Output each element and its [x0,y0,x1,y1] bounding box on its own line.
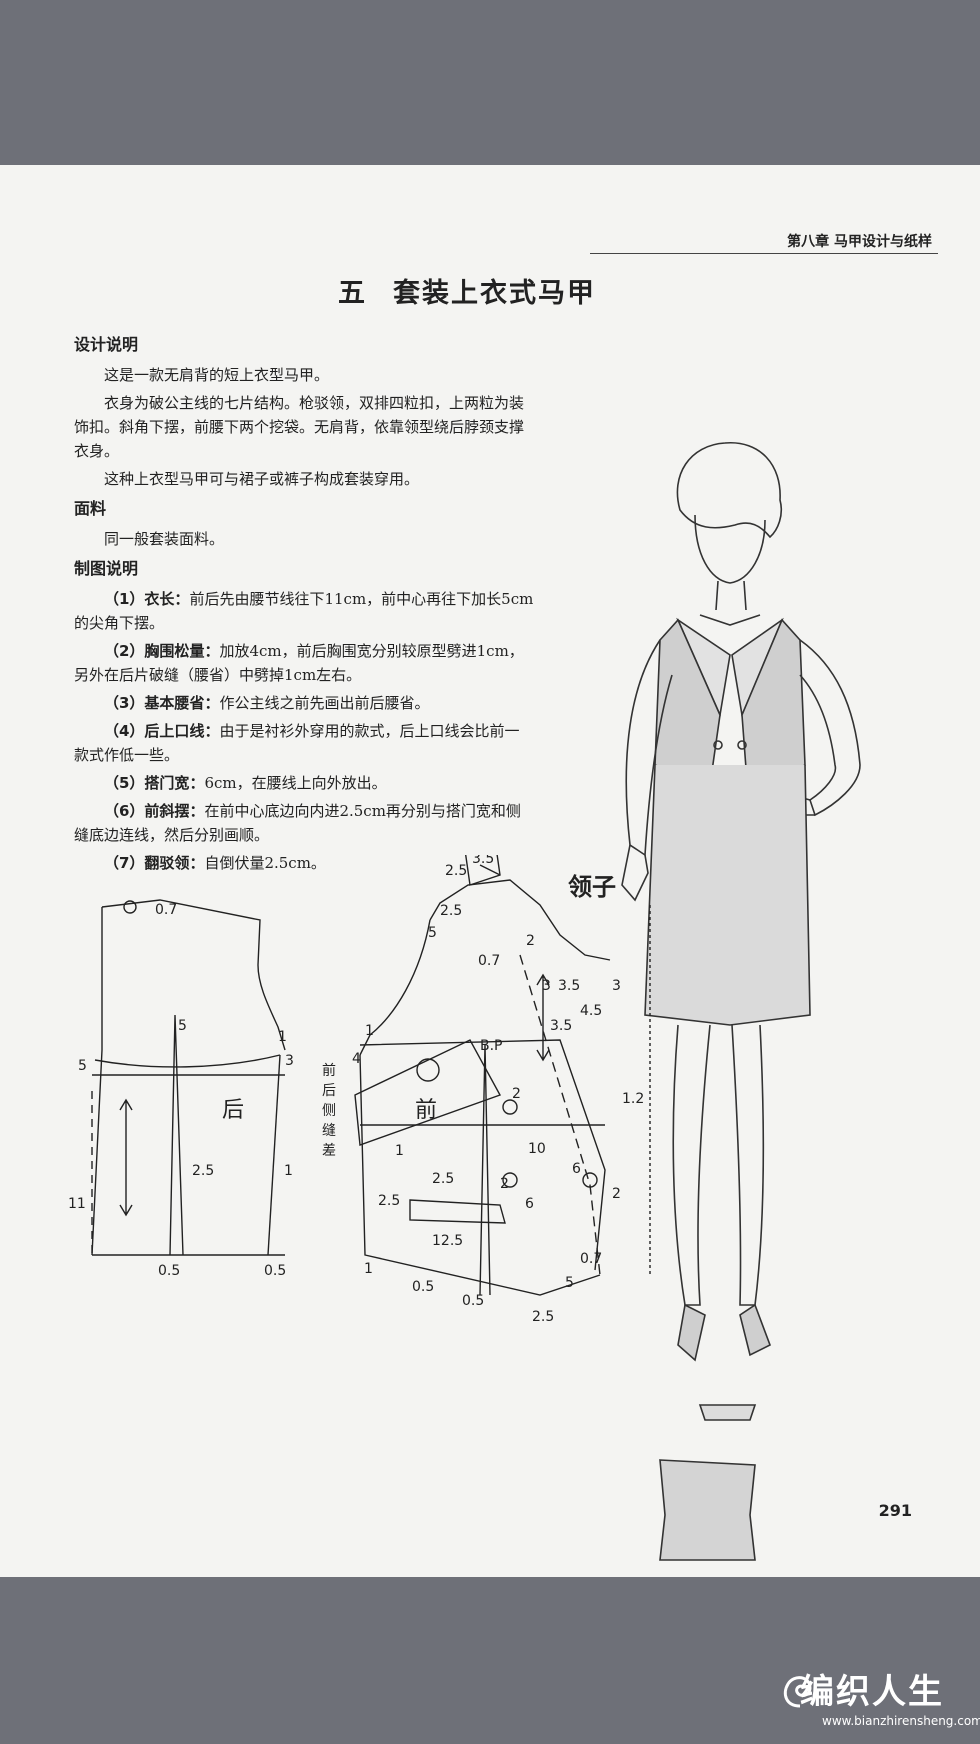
side-seam-label-2: 后 [322,1083,336,1099]
drafting-term: （2）胸围松量： [104,642,220,660]
drafting-term: （4）后上口线： [104,722,220,740]
bp-label: B.P [480,1038,503,1054]
drafting-text: 由于是衬衫外穿用的款式，后上口线会比前一款式作低一些。 [74,722,520,764]
swirl-logo-icon [783,1676,812,1708]
dim-label: 3.5 [472,855,494,867]
dim-label: 12.5 [432,1233,463,1249]
dim-label: 1.2 [622,1091,644,1107]
dim-label: 2 [612,1186,621,1202]
site-watermark: 编织人生 www.bianzhirensheng.com [780,1660,980,1740]
side-seam-label-4: 缝 [322,1123,336,1139]
dim-label: 1 [364,1261,373,1277]
drafting-term: （6）前斜摆： [104,802,205,820]
pattern-draft-diagram: 后 前 领子 B.P 前 后 侧 缝 差 0.7 5 5 1 3 2.5 1 1… [68,855,651,1325]
drafting-term: （5）搭门宽： [104,774,205,792]
drafting-text: 6cm，在腰线上向外放出。 [204,774,387,792]
drafting-title: 制图说明 [74,559,139,578]
dim-label: 10 [528,1141,546,1157]
dim-label: 4 [352,1051,361,1067]
dim-label: 0.5 [158,1263,180,1279]
watermark-url: www.bianzhirensheng.com [822,1714,980,1728]
fashion-figure-illustration [621,442,861,1561]
dim-label: 0.5 [264,1263,286,1279]
dim-label: 6 [572,1161,581,1177]
front-label: 前 [415,1098,437,1123]
design-para-3: 这种上衣型马甲可与裙子或裤子构成套装穿用。 [104,470,420,488]
dim-label: 0.7 [478,953,500,969]
side-seam-label-3: 侧 [322,1103,336,1119]
dim-label: 6 [525,1196,534,1212]
text-column: 设计说明 这是一款无肩背的短上衣型马甲。 衣身为破公主线的七片结构。枪驳领，双排… [74,327,534,879]
drafting-item-2: （2）胸围松量：加放4cm，前后胸围宽分别较原型劈进1cm，另外在后片破缝（腰省… [74,639,534,687]
dim-label: 5 [178,1018,187,1034]
dim-label: 1 [278,1029,287,1045]
fabric-para: 同一般套装面料。 [104,530,225,548]
drafting-item-1: （1）衣长：前后先由腰节线往下11cm，前中心再往下加长5cm的尖角下摆。 [74,587,534,635]
design-title: 设计说明 [74,335,139,354]
dim-label: 1 [365,1023,374,1039]
design-para-1: 这是一款无肩背的短上衣型马甲。 [104,366,330,384]
watermark-logo-text: 编织人生 [800,1672,944,1712]
header-rule [590,253,938,254]
dim-label: 2.5 [192,1163,214,1179]
top-gray-band [0,0,980,165]
drafting-term: （7）翻驳领： [104,854,205,872]
dim-label: 2.5 [432,1171,454,1187]
section-title: 套装上衣式马甲 [393,278,596,309]
drafting-term: （3）基本腰省： [104,694,220,712]
design-para-2: 衣身为破公主线的七片结构。枪驳领，双排四粒扣，上两粒为装饰扣。斜角下摆，前腰下两… [74,394,525,460]
dim-label: 2 [512,1086,521,1102]
side-seam-label-1: 前 [322,1062,336,1079]
dim-label: 0.5 [462,1293,484,1309]
drafting-item-7: （7）翻驳领：自倒伏量2.5cm。 [74,851,534,875]
book-page: 第八章 马甲设计与纸样 五套装上衣式马甲 设计说明 这是一款无肩背的短上衣型马甲… [0,165,980,1577]
dim-label: 5 [78,1058,87,1074]
drafting-text: 加放4cm，前后胸围宽分别较原型劈进1cm，另外在后片破缝（腰省）中劈掉1cm左… [74,642,524,684]
fabric-title: 面料 [74,499,107,518]
dim-label: 2.5 [440,903,462,919]
dim-label: 0.7 [155,902,177,918]
dim-label: 1 [395,1143,404,1159]
page-title: 五套装上衣式马甲 [338,271,596,310]
drafting-text: 在前中心底边向内进2.5cm再分别与搭门宽和侧缝底边连线，然后分别画顺。 [74,802,521,844]
dim-label: 3.5 [550,1018,572,1034]
page-number: 291 [878,1501,912,1520]
dim-label: 3 [285,1053,294,1069]
dim-label: 5 [565,1275,574,1291]
section-number: 五 [338,278,367,309]
drafting-item-4: （4）后上口线：由于是衬衫外穿用的款式，后上口线会比前一款式作低一些。 [74,719,534,767]
drafting-text: 作公主线之前先画出前后腰省。 [219,694,430,712]
dim-label: 3 [542,978,551,994]
drafting-text: 前后先由腰节线往下11cm，前中心再往下加长5cm的尖角下摆。 [74,590,534,632]
dim-label: 3 [612,978,621,994]
dim-label: 4.5 [580,1003,602,1019]
dim-label: 0.5 [412,1279,434,1295]
dim-label: 1 [284,1163,293,1179]
dim-label: 0.7 [580,1251,602,1267]
dim-label: 2 [500,1176,509,1192]
side-seam-label-5: 差 [322,1143,336,1159]
chapter-header: 第八章 马甲设计与纸样 [787,234,932,250]
drafting-term: （1）衣长： [104,590,190,608]
dim-label: 5 [428,925,437,941]
bottom-gray-band [0,1577,980,1744]
dim-label: 3.5 [558,978,580,994]
dim-label: 2 [526,933,535,949]
back-label: 后 [222,1098,244,1123]
dim-label: 11 [68,1196,86,1212]
drafting-item-6: （6）前斜摆：在前中心底边向内进2.5cm再分别与搭门宽和侧缝底边连线，然后分别… [74,799,534,847]
collar-label: 领子 [568,873,616,901]
dim-label: 2.5 [378,1193,400,1209]
drafting-item-3: （3）基本腰省：作公主线之前先画出前后腰省。 [74,691,534,715]
dim-label: 2.5 [445,863,467,879]
dim-label: 2.5 [532,1309,554,1325]
drafting-item-5: （5）搭门宽：6cm，在腰线上向外放出。 [74,771,534,795]
drafting-text: 自倒伏量2.5cm。 [204,854,326,872]
